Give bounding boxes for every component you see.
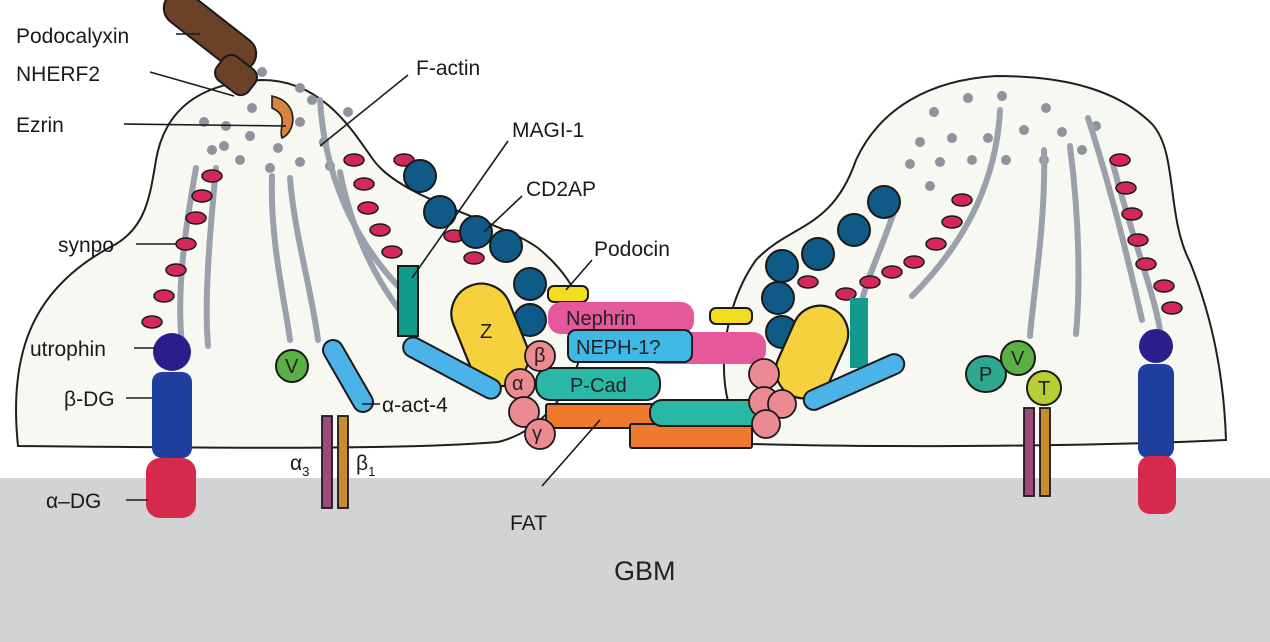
label-utrophin: utrophin (30, 338, 106, 361)
label-cd2ap: CD2AP (526, 178, 596, 201)
label-alpha3: α3 (290, 452, 309, 479)
label-catenin-alpha: α (512, 373, 524, 395)
label-beta-dg: β-DG (64, 388, 115, 411)
label-podocalyxin: Podocalyxin (16, 25, 129, 48)
label-alpha-dg: α–DG (46, 490, 101, 513)
label-catenin-beta: β (534, 345, 546, 367)
label-magi1: MAGI-1 (512, 119, 584, 142)
label-beta1: β1 (356, 452, 375, 479)
magi1-left (398, 266, 418, 336)
label-v-left: V (285, 356, 299, 378)
magi1-right (850, 298, 868, 368)
label-synpo: synpo (58, 234, 114, 257)
label-gbm: GBM (614, 556, 676, 586)
label-fat: FAT (510, 512, 547, 535)
label-neph1: NEPH-1? (576, 337, 660, 359)
label-nephrin: Nephrin (566, 308, 636, 330)
podocin-right (710, 308, 752, 324)
label-nherf2: NHERF2 (16, 63, 100, 86)
label-t: T (1038, 378, 1050, 400)
label-f-actin: F-actin (416, 57, 480, 80)
label-ezrin: Ezrin (16, 114, 64, 137)
label-z: Z (480, 321, 492, 343)
label-p: P (979, 364, 992, 386)
label-v-right: V (1011, 348, 1025, 370)
label-podocin: Podocin (594, 238, 670, 261)
label-alpha-act4: α-act-4 (382, 394, 448, 417)
label-catenin-gamma: γ (532, 423, 542, 445)
label-pcad: P-Cad (570, 375, 627, 397)
